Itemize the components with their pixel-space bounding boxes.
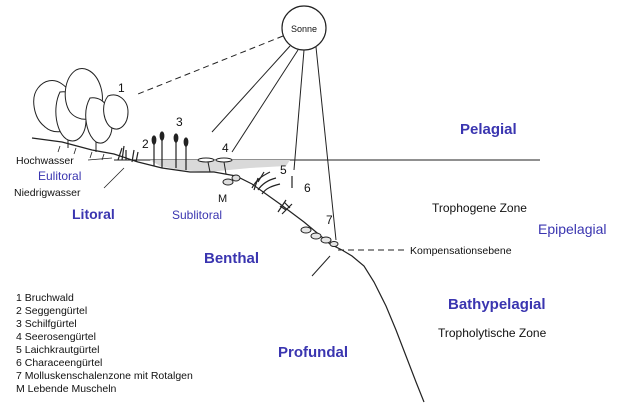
muscheln-shells xyxy=(223,175,240,185)
niedrigwasser-label: Niedrigwasser xyxy=(14,187,81,199)
profundal-label: Profundal xyxy=(278,344,348,361)
legend-item: 1 Bruchwald xyxy=(16,292,74,304)
label-3: 3 xyxy=(176,115,183,129)
laichkraut-plants xyxy=(252,172,280,194)
benthal-label: Benthal xyxy=(204,250,259,267)
label-6: 6 xyxy=(304,181,311,195)
label-7: 7 xyxy=(326,213,333,227)
profundal-marker xyxy=(312,256,330,276)
sun-label: Sonne xyxy=(291,24,317,34)
epipelagial-label: Epipelagial xyxy=(538,221,607,237)
tropholytische-zone-label: Tropholytische Zone xyxy=(438,326,547,340)
legend-item: 5 Laichkrautgürtel xyxy=(16,344,99,356)
legend-item: 7 Molluskenschalenzone mit Rotalgen xyxy=(16,370,193,382)
litoral-label: Litoral xyxy=(72,206,115,222)
legend-item: 2 Seggengürtel xyxy=(16,305,87,317)
label-4: 4 xyxy=(222,141,229,155)
mollusk-shells xyxy=(301,227,338,247)
sun-rays xyxy=(138,36,336,240)
label-1: 1 xyxy=(118,81,125,95)
level-leaders xyxy=(88,158,124,188)
legend-item: 6 Characeengürtel xyxy=(16,357,102,369)
legend-item: 4 Seerosengürtel xyxy=(16,331,96,343)
legend-item: M Lebende Muscheln xyxy=(16,383,117,395)
bruchwald-trees xyxy=(34,69,128,153)
pelagial-label: Pelagial xyxy=(460,121,517,138)
label-5: 5 xyxy=(280,163,287,177)
eulitoral-label: Eulitoral xyxy=(38,169,81,183)
bathypelagial-label: Bathypelagial xyxy=(448,296,546,313)
kompensationsebene-label: Kompensationsebene xyxy=(410,245,512,257)
legend-item: 3 Schilfgürtel xyxy=(16,318,77,330)
hochwasser-label: Hochwasser xyxy=(16,155,74,167)
sublitoral-label: Sublitoral xyxy=(172,208,222,222)
trophogene-zone-label: Trophogene Zone xyxy=(432,201,527,215)
label-m: M xyxy=(218,193,227,205)
label-2: 2 xyxy=(142,137,149,151)
legend: 1 Bruchwald 2 Seggengürtel 3 Schilfgürte… xyxy=(16,292,193,395)
